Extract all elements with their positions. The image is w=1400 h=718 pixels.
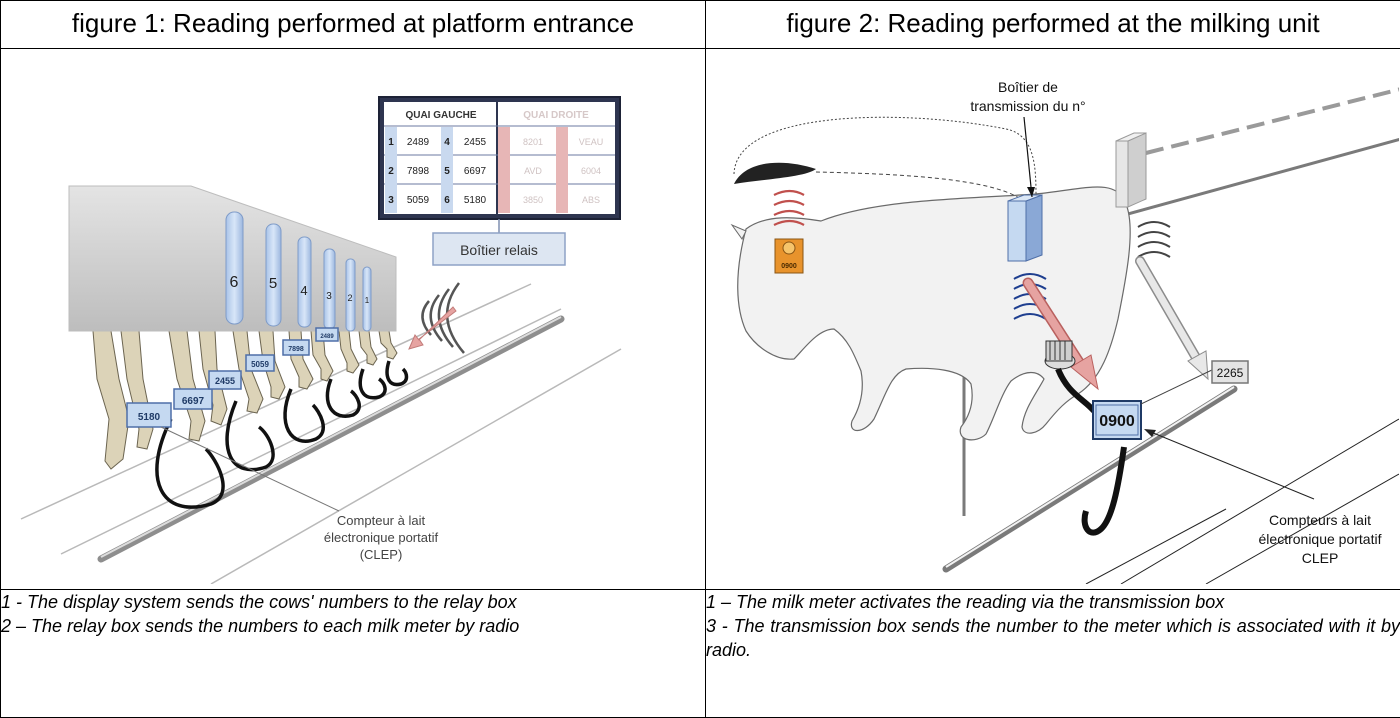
far-meter-value: 2265 (1217, 366, 1244, 380)
cow-number: 7898 (407, 166, 430, 177)
ear-tag: 0900 (775, 239, 803, 273)
figure2-caption: 1 – The milk meter activates the reading… (706, 590, 1400, 718)
meter-tag: 2455 (209, 371, 241, 389)
right-platform-header: QUAI DROITE (523, 110, 589, 121)
milk-pipe (101, 319, 561, 559)
relay-box-label: Boîtier relais (460, 242, 538, 258)
cow-number: 3850 (523, 195, 543, 205)
cow-number: 2455 (464, 137, 487, 148)
clep-label: Compteurs à lait électronique portatif C… (1259, 512, 1382, 566)
display-board: QUAI GAUCHE QUAI DROITE (379, 97, 620, 219)
meter-tag: 5059 (246, 355, 274, 371)
transmission-box (1008, 195, 1042, 261)
caption-line: 1 – The milk meter activates the reading… (706, 590, 1400, 614)
figure1-caption: 1 - The display system sends the cows' n… (1, 590, 706, 718)
stall-tube: 2 (346, 259, 355, 331)
milk-meter: 0900 (1093, 401, 1141, 439)
meter-tag: 5180 (127, 403, 171, 427)
clep-label-line: électronique portatif (324, 530, 439, 545)
stall-number: 2 (347, 293, 352, 303)
cow-number: ABS (582, 195, 600, 205)
stall-number: 4 (300, 283, 307, 298)
cow-number: VEAU (579, 137, 604, 147)
slot-number: 1 (388, 137, 394, 148)
clep-label-line: Compteur à lait (337, 513, 426, 528)
meter-tag-value: 5180 (138, 412, 161, 423)
cow-number: 5180 (464, 195, 487, 206)
slot-number: 6 (444, 195, 450, 206)
meter-tag-value: 2455 (215, 376, 235, 386)
ear-tag-number: 0900 (781, 263, 797, 270)
meter-tag: 6697 (174, 389, 212, 409)
milking-cluster (1045, 341, 1075, 369)
meter-tag: 2489 (316, 328, 338, 341)
clep-label-line: (CLEP) (360, 547, 403, 562)
box-label-line: Boîtier de (998, 79, 1058, 95)
radio-arcs-gray (1138, 222, 1170, 257)
meter-tag-value: 7898 (288, 346, 304, 353)
far-transmission-box (1116, 133, 1146, 207)
caption-line: 1 - The display system sends the cows' n… (1, 590, 705, 614)
meter-tag-value: 6697 (182, 396, 205, 407)
cow-silhouette (738, 187, 1130, 440)
cow-number: 2489 (407, 137, 430, 148)
stall-tube: 4 (298, 237, 311, 327)
stall-tube: 6 (226, 212, 243, 324)
cow-number: 6004 (581, 166, 601, 176)
cow-number: 6697 (464, 166, 487, 177)
cow-number: AVD (524, 166, 542, 176)
stall-tube: 1 (363, 267, 371, 331)
slot-number: 3 (388, 195, 394, 206)
figure2-diagram: 0900 Boîtier de transmission du n° (706, 49, 1399, 584)
clep-label-line: électronique portatif (1259, 531, 1382, 547)
left-platform-header: QUAI GAUCHE (405, 110, 476, 121)
figure1-title: figure 1: Reading performed at platform … (1, 1, 706, 49)
transmission-box-label: Boîtier de transmission du n° (970, 79, 1085, 114)
clep-label-line: Compteurs à lait (1269, 512, 1371, 528)
clep-label: Compteur à lait électronique portatif (C… (324, 513, 439, 562)
slot-number: 4 (444, 137, 450, 148)
stall-number: 1 (365, 296, 370, 305)
figure2-illustration: 0900 Boîtier de transmission du n° (706, 49, 1400, 590)
stall-tube: 3 (324, 249, 335, 329)
meter-value: 0900 (1099, 413, 1135, 430)
slot-number: 5 (444, 166, 450, 177)
stall-number: 6 (230, 274, 239, 291)
meter-tag: 7898 (283, 340, 309, 355)
cow-legs (93, 331, 397, 469)
meter-tag-value: 2489 (320, 334, 334, 340)
clep-label-line: CLEP (1302, 550, 1339, 566)
caption-line: 2 – The relay box sends the numbers to e… (1, 614, 705, 638)
figure1-diagram: 6 5 4 3 2 1 QUAI GAUCHE QUAI DROITE (1, 49, 704, 584)
caption-line: 3 - The transmission box sends the numbe… (706, 614, 1400, 662)
relay-box: Boîtier relais (433, 233, 565, 265)
far-milk-meter: 2265 (1212, 361, 1248, 383)
slot-number: 2 (388, 166, 394, 177)
figure2-title: figure 2: Reading performed at the milki… (706, 1, 1400, 49)
stall-tube: 5 (266, 224, 281, 326)
meter-tag-value: 5059 (251, 360, 269, 369)
box-label-line: transmission du n° (970, 98, 1085, 114)
reader-device (734, 163, 816, 184)
floor-lines (1086, 419, 1399, 584)
figure1-illustration: 6 5 4 3 2 1 QUAI GAUCHE QUAI DROITE (1, 49, 706, 590)
cow-number: 8201 (523, 137, 543, 147)
cow-number: 5059 (407, 195, 430, 206)
stall-number: 5 (269, 275, 277, 292)
gray-arrow (1140, 261, 1208, 379)
stall-number: 3 (326, 291, 332, 302)
